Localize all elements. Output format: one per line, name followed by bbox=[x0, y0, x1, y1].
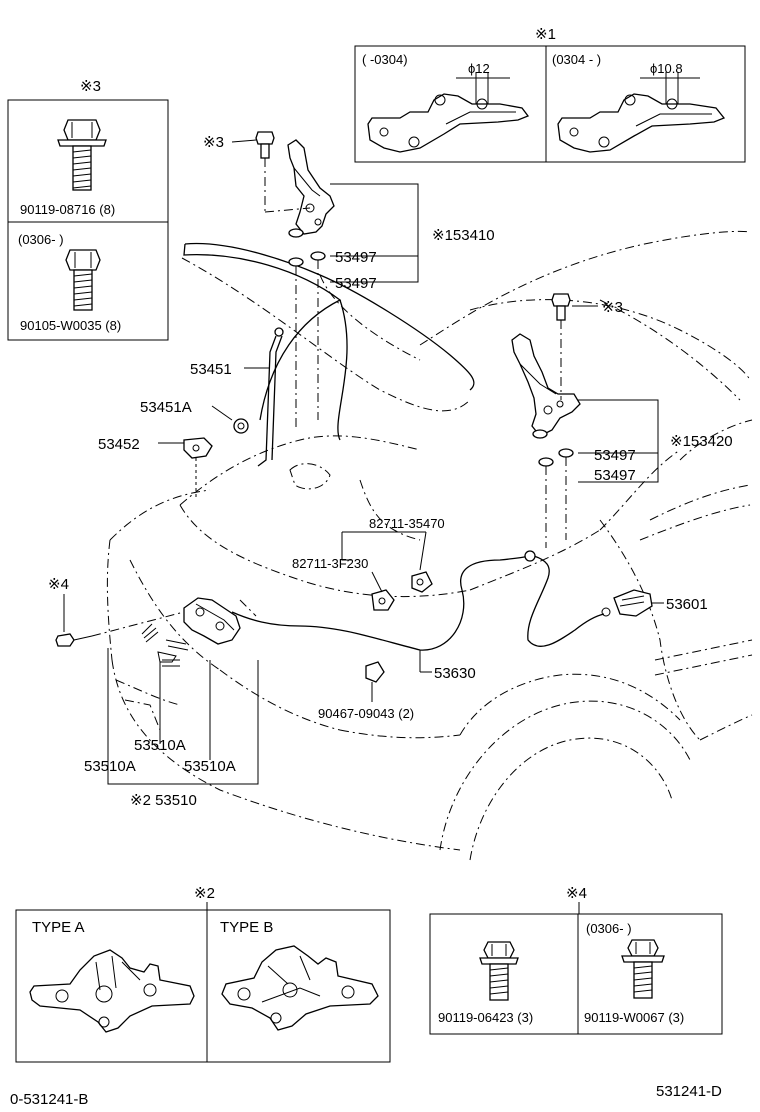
washer-icon bbox=[532, 429, 574, 467]
cable-clamp-label: 82711-35470 bbox=[369, 516, 445, 531]
inset-ref2-frame bbox=[15, 909, 391, 1063]
inset-ref2: ※2 TYPE A TYPE B bbox=[15, 885, 391, 1063]
inset-ref3-frame bbox=[7, 99, 169, 341]
hinge-bolt-icon bbox=[551, 293, 571, 321]
hex-bolt-icon bbox=[65, 249, 101, 311]
hood-lock-type-b-icon bbox=[221, 945, 379, 1031]
bumper-label: 53510A bbox=[84, 758, 136, 775]
lock-type-b-label: TYPE B bbox=[220, 919, 273, 936]
lock-type-a-label: TYPE A bbox=[32, 919, 85, 936]
hinge-date-range: ( -0304) bbox=[362, 52, 408, 67]
washer-label: 53497 bbox=[594, 447, 636, 464]
inset-ref4-frame bbox=[429, 913, 723, 1035]
bolt-part-number: 90119-08716 (8) bbox=[20, 202, 115, 217]
clip-label: 90467-09043 (2) bbox=[318, 706, 414, 721]
support-rod-label: 53451 bbox=[190, 361, 232, 378]
hole-diameter: ϕ12 bbox=[468, 61, 490, 76]
hole-diameter: ϕ10.8 bbox=[650, 61, 683, 76]
hinge-rh-assy-label: ※153420 bbox=[670, 433, 733, 450]
bumper-spring-icon bbox=[141, 623, 189, 667]
illustration-code-left: 0-531241-B bbox=[10, 1091, 88, 1108]
vehicle-outline bbox=[106, 230, 753, 861]
flange-bolt-icon bbox=[57, 119, 107, 191]
inset-ref4: ※4 (0306- ) 90119-06423 (3) 90119-W0067 … bbox=[429, 885, 723, 1035]
inset-ref1: ※1 ( -0304) (0304 - ) ϕ12 ϕ10.8 bbox=[354, 26, 746, 163]
rod-clamp-icon bbox=[183, 437, 213, 459]
bumper-label: 53510A bbox=[134, 737, 186, 754]
cable-clip-icon bbox=[365, 661, 385, 683]
cable-clamp-icon bbox=[411, 571, 433, 593]
lock-assy-label: ※2 53510 bbox=[130, 792, 197, 809]
bolt-part-number: 90119-06423 (3) bbox=[438, 1010, 533, 1025]
cable-clamp-label: 82711-3F230 bbox=[292, 556, 368, 571]
release-cable-label: 53630 bbox=[434, 665, 476, 682]
hinge-right-icon bbox=[557, 72, 726, 153]
hinge-lh-assy-label: ※153410 bbox=[432, 227, 495, 244]
washer-icon bbox=[288, 228, 326, 267]
hinge-date-range: (0304 - ) bbox=[552, 52, 601, 67]
inset-ref1-marker: ※1 bbox=[535, 26, 556, 43]
inset-ref3-marker: ※3 bbox=[80, 78, 101, 95]
inset-ref2-marker: ※2 bbox=[194, 885, 215, 902]
ref4-marker: ※4 bbox=[48, 576, 69, 593]
flange-bolt-icon bbox=[479, 941, 519, 1001]
hinge-bolt-icon bbox=[255, 131, 275, 159]
support-holder-label: 53451A bbox=[140, 399, 192, 416]
inset-ref3: ※3 90119-08716 (8) (0306- ) 90105-W0035 … bbox=[7, 78, 169, 341]
illustration-code-right: 531241-D bbox=[656, 1083, 722, 1100]
bolt-date-range: (0306- ) bbox=[586, 921, 632, 936]
hood-hinge-rh bbox=[511, 333, 581, 437]
washer-label: 53497 bbox=[594, 467, 636, 484]
bolt-part-number: 90119-W0067 (3) bbox=[584, 1010, 684, 1025]
support-holder-icon bbox=[233, 418, 249, 434]
release-lever-label: 53601 bbox=[666, 596, 708, 613]
inset-ref4-marker: ※4 bbox=[566, 885, 587, 902]
cable-clamp-icon bbox=[371, 589, 395, 611]
ref3-marker: ※3 bbox=[203, 134, 224, 151]
hood-hinge-lh bbox=[287, 139, 335, 235]
release-lever-icon bbox=[601, 589, 653, 617]
hood-support-rod bbox=[257, 327, 284, 467]
lock-bolt-icon bbox=[55, 633, 93, 647]
inset-ref1-frame bbox=[354, 45, 746, 163]
hinge-left-icon bbox=[367, 72, 530, 153]
flange-bolt-icon bbox=[621, 939, 665, 999]
ref3-marker: ※3 bbox=[602, 299, 623, 316]
bolt-part-number: 90105-W0035 (8) bbox=[20, 318, 121, 333]
hood-lock-assy bbox=[183, 597, 241, 645]
release-cable bbox=[231, 550, 605, 651]
bumper-label: 53510A bbox=[184, 758, 236, 775]
washer-label: 53497 bbox=[335, 249, 377, 266]
washer-label: 53497 bbox=[335, 275, 377, 292]
bolt-date-range: (0306- ) bbox=[18, 232, 64, 247]
rod-clamp-label: 53452 bbox=[98, 436, 140, 453]
hood-lock-type-a-icon bbox=[29, 949, 195, 1033]
